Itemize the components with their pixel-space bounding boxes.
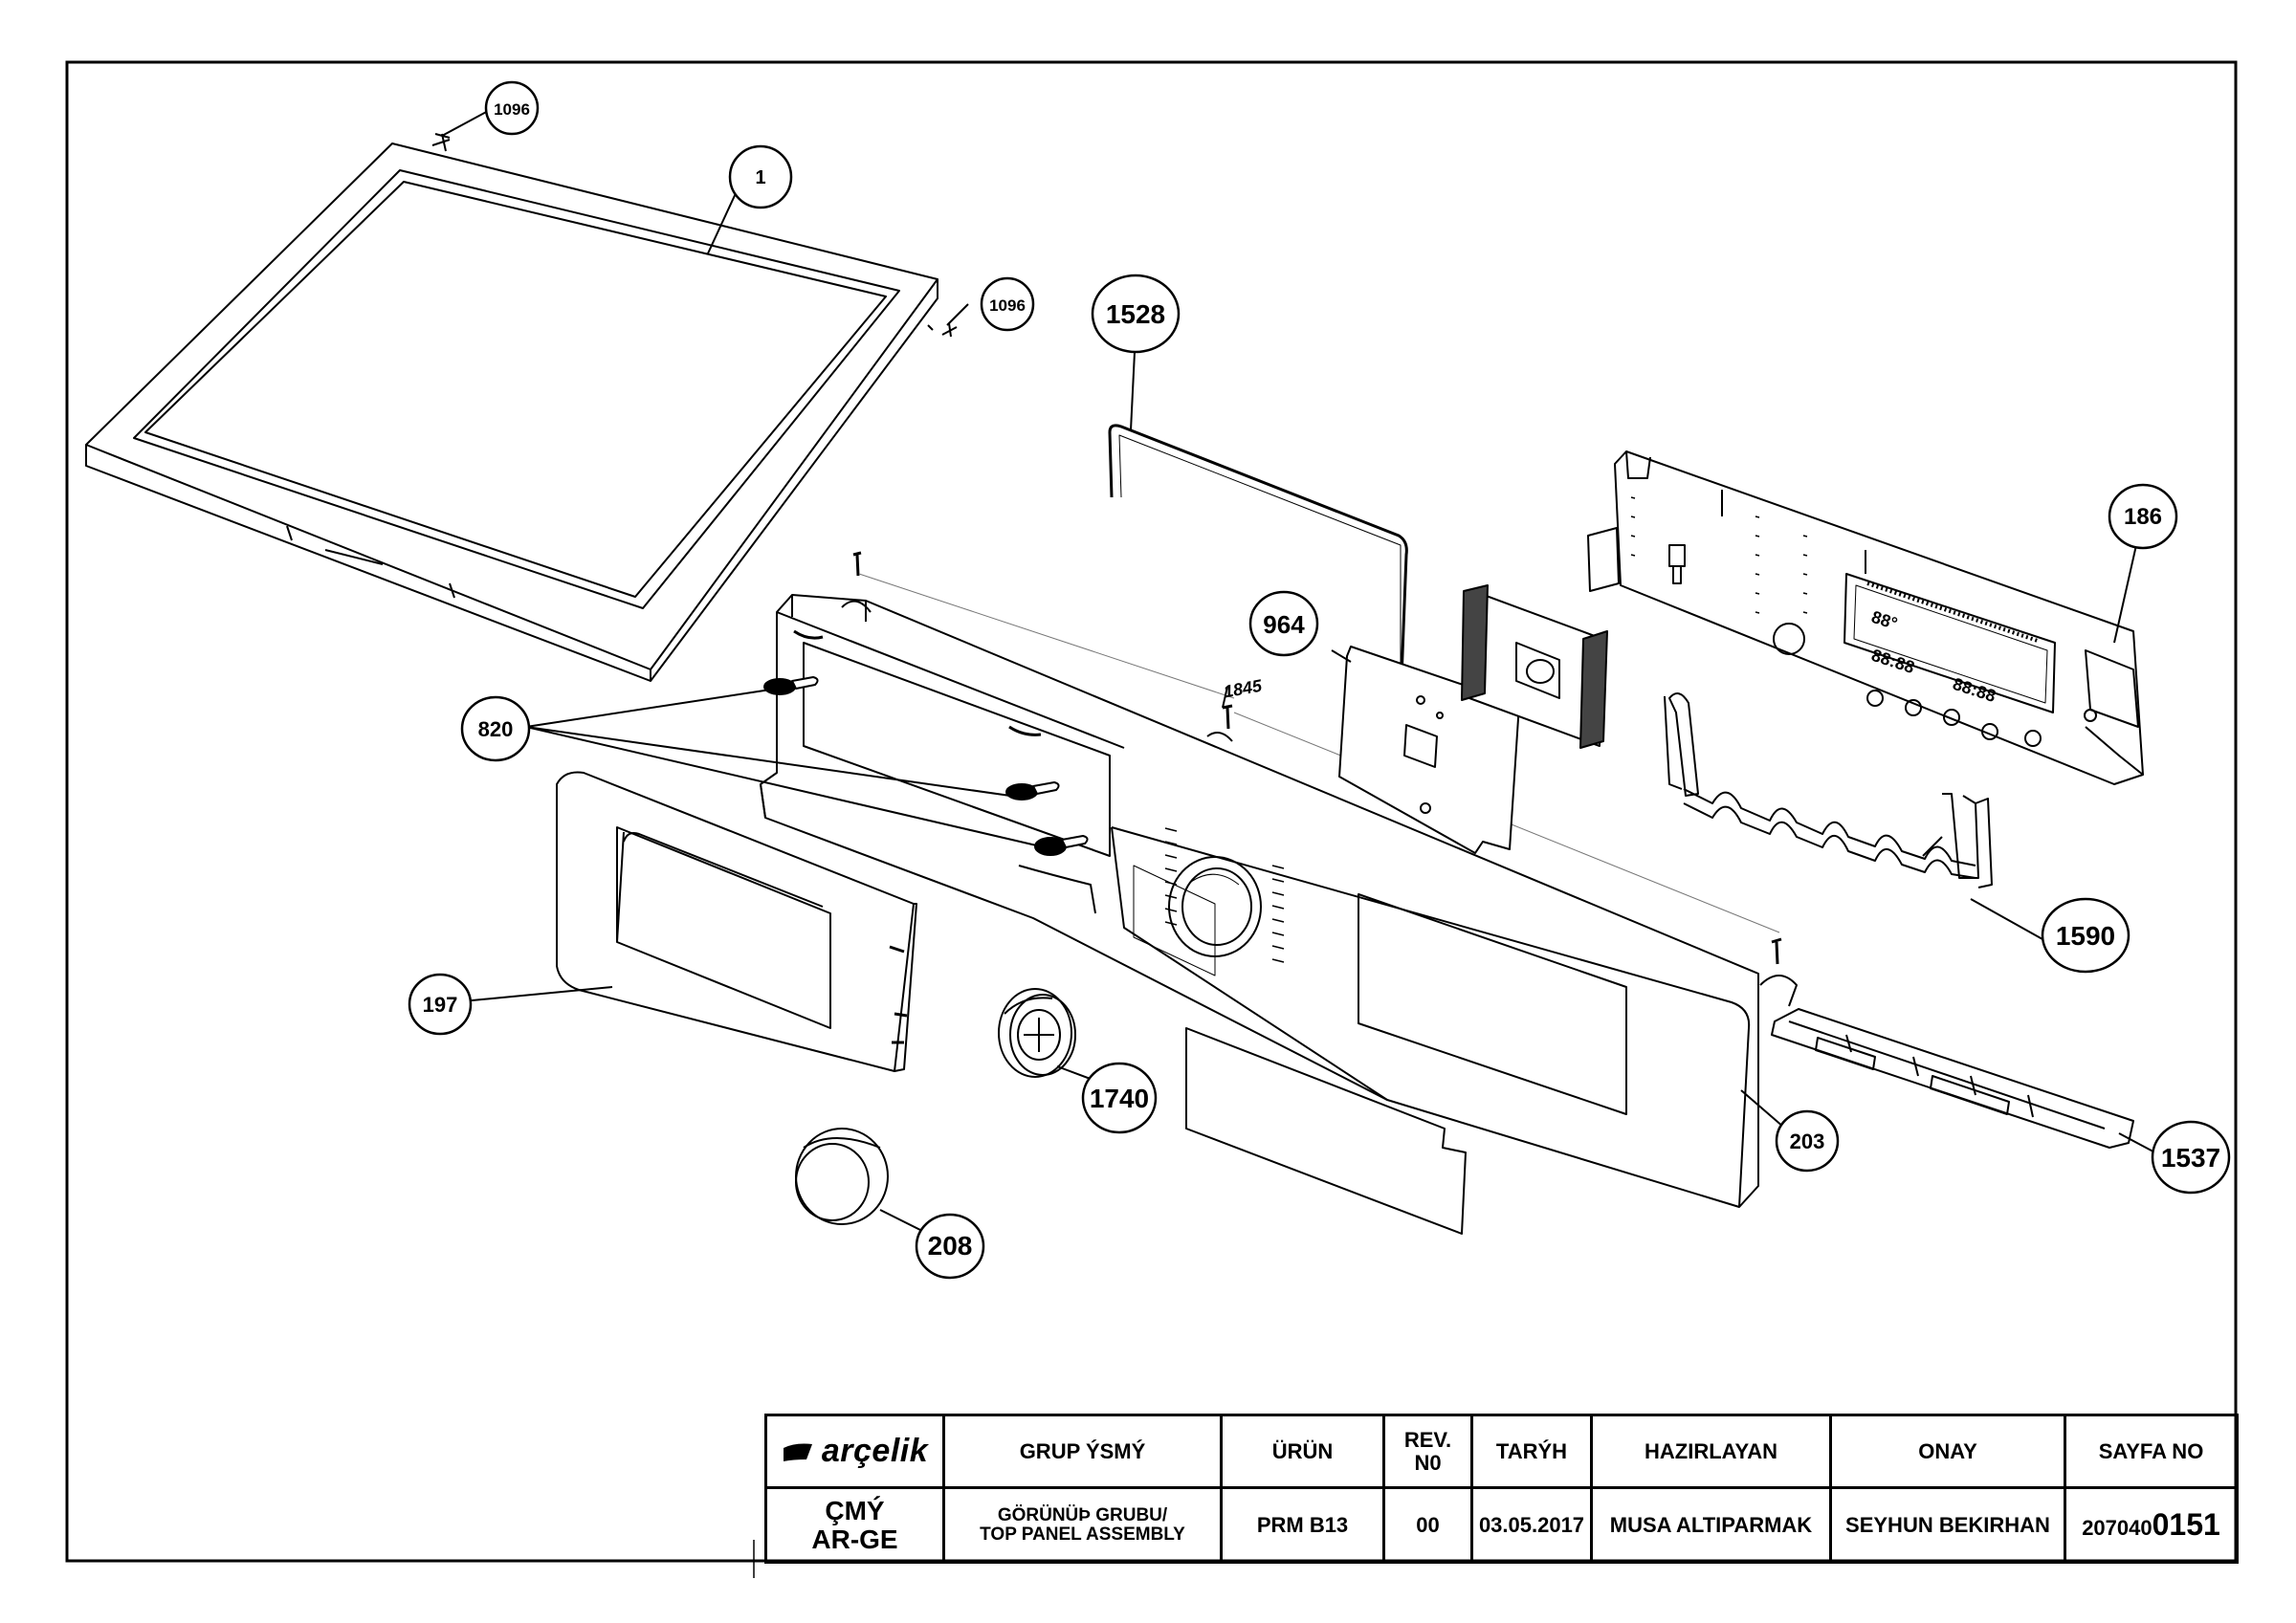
approved-value: SEYHUN BEKIRHAN (1829, 1486, 2066, 1564)
callout-1096-a: 1096 (494, 100, 530, 119)
part-connector-board (1461, 584, 1608, 749)
header-rev-line1: REV. (1403, 1428, 1452, 1453)
header-rev-line2: N0 (1414, 1450, 1442, 1475)
group-name-cell: GÖRÜNÜÞ GRUBU/ TOP PANEL ASSEMBLY (942, 1486, 1223, 1564)
callout-1740: 1740 (1090, 1084, 1149, 1113)
callout-1-circle (728, 144, 793, 209)
callout-820: 820 (478, 717, 514, 741)
callout-203: 203 (1790, 1130, 1825, 1153)
part-bracket (1771, 1008, 2134, 1149)
screw-right (1771, 937, 1782, 965)
callout-1: 1 (755, 167, 765, 188)
callout-1096-a-circle (484, 80, 540, 136)
part-drawer-handle (556, 771, 917, 1072)
callout-1096-b-circle (980, 276, 1035, 332)
callout-186-circle (2108, 483, 2178, 550)
callout-1537-circle (2151, 1120, 2231, 1195)
callouts (408, 80, 2231, 1280)
screw-1845 (1222, 704, 1233, 730)
page-number-prefix: 207040 (2082, 1515, 2152, 1540)
header-date: TARÝH (1470, 1414, 1593, 1489)
brand-logo-cell: arçelik (764, 1414, 945, 1489)
header-product: ÜRÜN (1220, 1414, 1385, 1489)
header-page: SAYFA NO (2064, 1414, 2239, 1489)
part-top-lid (85, 133, 938, 682)
brand-name: arçelik (821, 1432, 929, 1469)
callout-1528: 1528 (1106, 299, 1165, 329)
header-group: GRUP ÝSMÝ (942, 1414, 1223, 1489)
page-number-suffix: 0151 (2152, 1506, 2220, 1542)
part-wire-rod (1108, 424, 1408, 804)
screw-1096-b (941, 322, 958, 338)
date-value: 03.05.2017 (1470, 1486, 1593, 1564)
callout-1537: 1537 (2161, 1143, 2220, 1173)
product-value: PRM B13 (1220, 1486, 1385, 1564)
callout-208-circle (915, 1213, 985, 1280)
callout-1590-circle (2041, 897, 2130, 974)
group-line1: GÖRÜNÜÞ GRUBU/ (997, 1504, 1168, 1525)
pcb-led-dots (1630, 496, 1808, 614)
callout-203-circle (1775, 1109, 1840, 1173)
callout-208: 208 (928, 1231, 973, 1261)
part-knob-cap (795, 1128, 889, 1225)
part-control-panel (760, 594, 1798, 1208)
part-gaskets-820 (763, 676, 1089, 856)
screw-1096-a (431, 133, 451, 152)
callout-1096-b: 1096 (989, 296, 1026, 315)
part-main-board (1587, 450, 2144, 785)
dept-line2: AR-GE (811, 1524, 898, 1554)
header-prepared: HAZIRLAYAN (1590, 1414, 1832, 1489)
part-knob-ring (998, 988, 1076, 1078)
part-led-holder (1664, 692, 1993, 888)
callout-1590: 1590 (2056, 921, 2115, 951)
prepared-value: MUSA ALTIPARMAK (1590, 1486, 1832, 1564)
callout-197-circle (408, 973, 473, 1036)
callout-186: 186 (2124, 504, 2162, 530)
screw-left-top (852, 551, 862, 577)
group-line2: TOP PANEL ASSEMBLY (980, 1524, 1185, 1545)
page-number: 2070400151 (2064, 1486, 2239, 1564)
dept-line1: ÇMÝ (825, 1496, 885, 1526)
callout-1528-circle (1091, 274, 1181, 354)
title-block: arçelik GRUP ÝSMÝ ÜRÜN REV. N0 TARÝH HAZ… (764, 1414, 2239, 1564)
callout-1740-circle (1081, 1062, 1158, 1134)
callout-964-circle (1248, 590, 1319, 657)
callout-197: 197 (423, 993, 458, 1017)
rev-value: 00 (1382, 1486, 1473, 1564)
callout-964: 964 (1263, 610, 1305, 639)
arcelik-logo-icon (783, 1443, 812, 1461)
part-display-film (1185, 1027, 1467, 1235)
dept-cell: ÇMÝ AR-GE (764, 1486, 945, 1564)
panel-led-slots (1164, 827, 1285, 963)
callout-1845: 1845 (1223, 676, 1265, 702)
callout-820-circle (460, 695, 531, 762)
header-approved: ONAY (1829, 1414, 2066, 1489)
header-rev: REV. N0 (1382, 1414, 1473, 1489)
